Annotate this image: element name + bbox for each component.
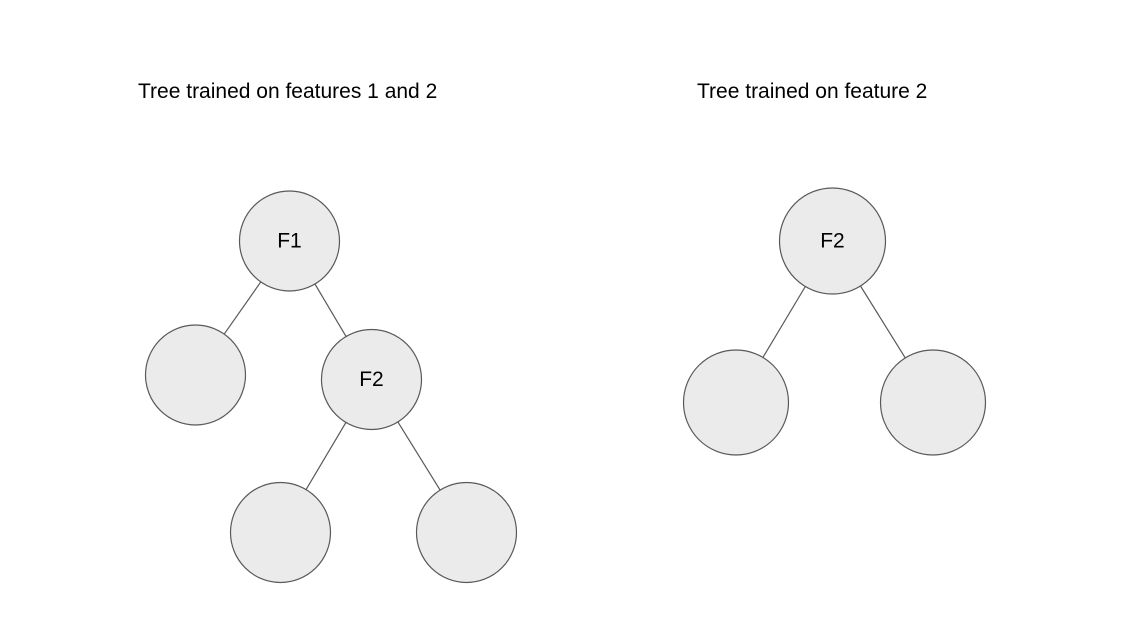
right-tree-edges: [762, 285, 906, 359]
right-tree-node-left-leaf: [682, 349, 790, 456]
left-tree-edge-split-to-split-right-leaf: [397, 421, 441, 491]
right-tree-nodes: F2: [682, 187, 987, 456]
left-tree-node-left-leaf: [144, 324, 247, 426]
right-tree: Tree trained on feature 2 F2: [682, 80, 987, 456]
left-tree-node-split: [320, 328, 423, 431]
left-tree-edge-root-to-left-leaf: [223, 281, 262, 335]
left-tree-node-root: [238, 190, 341, 292]
left-tree-edge-split-to-split-left-leaf: [305, 422, 347, 490]
left-tree-node-split-right-leaf: [415, 481, 518, 584]
right-tree-edge-root-to-left-leaf: [762, 286, 806, 358]
right-tree-node-label-root: F2: [820, 230, 845, 253]
left-tree-node-label-split: F2: [359, 368, 384, 391]
left-tree-edge-root-to-split: [314, 283, 347, 337]
right-tree-node-root: [778, 187, 887, 295]
right-tree-edge-root-to-right-leaf: [859, 285, 906, 359]
right-tree-node-right-leaf: [879, 349, 987, 456]
left-tree-node-split-left-leaf: [229, 481, 332, 584]
left-tree-node-label-root: F1: [277, 230, 302, 253]
left-tree-edges: [223, 281, 441, 491]
left-tree-title: Tree trained on features 1 and 2: [138, 80, 437, 103]
right-tree-title: Tree trained on feature 2: [697, 80, 927, 103]
